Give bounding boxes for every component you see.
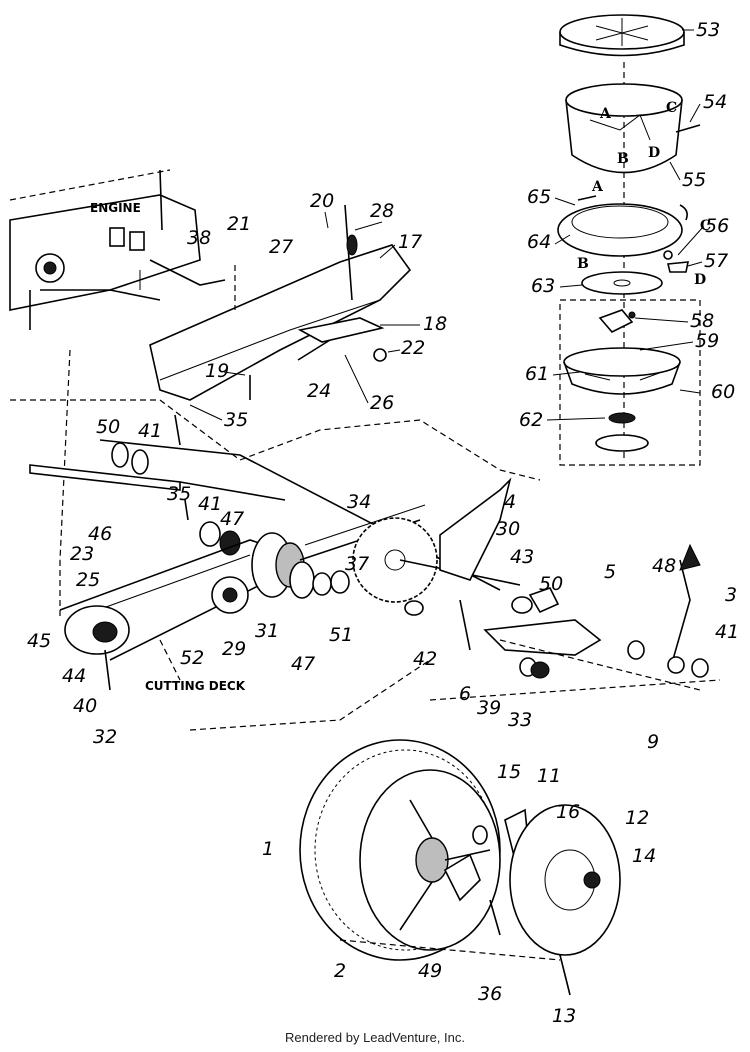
part-number: 41 <box>198 493 222 515</box>
part-number: 17 <box>398 231 422 253</box>
part-number: 32 <box>93 726 117 748</box>
part-number: 29 <box>222 638 246 660</box>
part-number: 31 <box>255 620 279 642</box>
part-number: 36 <box>478 983 502 1005</box>
part-number: 22 <box>401 337 425 359</box>
part-number: 42 <box>413 648 437 670</box>
drive-train <box>29 414 560 691</box>
part-number: 38 <box>187 227 211 249</box>
part-number: 55 <box>682 169 706 191</box>
letter-tag: A <box>591 179 604 195</box>
part-number: 13 <box>552 1005 576 1027</box>
spreader-assembly <box>557 14 701 466</box>
part-number: 52 <box>180 647 204 669</box>
footer-credit: Rendered by LeadVenture, Inc. <box>285 1030 465 1045</box>
part-number: 23 <box>70 543 94 565</box>
part-number: 54 <box>703 91 727 113</box>
part-number: 24 <box>307 380 331 402</box>
wheel-assembly <box>299 739 621 996</box>
part-number: 46 <box>88 523 112 545</box>
letter-tag: B <box>617 151 629 167</box>
chassis-outline <box>10 349 541 731</box>
part-number: 25 <box>76 569 100 591</box>
part-number: 37 <box>345 553 369 575</box>
part-number: 19 <box>205 360 229 382</box>
part-number: 64 <box>527 231 551 253</box>
part-number: 49 <box>418 960 442 982</box>
part-number: 35 <box>167 483 191 505</box>
part-number: 6 <box>459 683 471 705</box>
letter-tag: A <box>599 106 612 122</box>
part-number: 14 <box>632 845 656 867</box>
part-number: 2 <box>334 960 346 982</box>
part-number: 41 <box>715 621 739 643</box>
part-number: 20 <box>310 190 334 212</box>
part-number: 62 <box>519 409 543 431</box>
part-number: 57 <box>704 250 728 272</box>
part-number: 21 <box>227 213 251 235</box>
part-number: 56 <box>705 215 729 237</box>
part-number: 12 <box>625 807 649 829</box>
part-number: 43 <box>510 546 534 568</box>
part-number: 50 <box>96 416 120 438</box>
part-number: 34 <box>347 491 371 513</box>
leader-lines <box>189 29 704 421</box>
letter-tag: B <box>577 256 589 272</box>
part-number: 26 <box>370 392 394 414</box>
part-number: 5 <box>604 561 616 583</box>
part-number: 15 <box>497 761 521 783</box>
part-number: 3 <box>725 584 737 606</box>
part-number: 33 <box>508 709 532 731</box>
engine-housing <box>9 169 226 330</box>
belt-cover <box>149 204 412 401</box>
part-number: 41 <box>138 420 162 442</box>
part-number: 59 <box>695 330 719 352</box>
part-number: 30 <box>496 518 520 540</box>
part-number: 63 <box>531 275 555 297</box>
part-number: 45 <box>27 630 51 652</box>
part-number: 27 <box>269 236 293 258</box>
part-number: 1 <box>262 838 274 860</box>
control-brackets <box>429 477 721 701</box>
letter-tag: C <box>666 100 677 116</box>
part-number: 28 <box>370 200 394 222</box>
letter-tag: D <box>694 272 706 288</box>
letter-tags: A C B D A C B D <box>577 100 711 288</box>
letter-tag: D <box>648 145 660 161</box>
part-number: 50 <box>539 573 563 595</box>
part-number: 39 <box>477 697 501 719</box>
cutting-deck-label: CUTTING DECK <box>145 679 246 693</box>
part-number: 40 <box>73 695 97 717</box>
part-callouts: 53 54 55 65 56 64 57 63 58 59 61 60 62 2… <box>27 19 739 1027</box>
part-number: 11 <box>537 765 561 787</box>
part-number: 47 <box>220 508 244 530</box>
letter-tag: C <box>700 218 711 234</box>
part-number: 16 <box>556 801 580 823</box>
part-number: 53 <box>696 19 720 41</box>
engine-label: ENGINE <box>90 201 141 215</box>
part-number: 60 <box>711 381 735 403</box>
part-number: 9 <box>647 731 659 753</box>
part-number: 4 <box>504 491 516 513</box>
part-number: 18 <box>423 313 447 335</box>
part-number: 47 <box>291 653 315 675</box>
part-number: 65 <box>527 186 551 208</box>
part-number: 61 <box>525 363 549 385</box>
part-number: 48 <box>652 555 676 577</box>
part-number: 44 <box>62 665 86 687</box>
part-number: 35 <box>224 409 248 431</box>
part-number: 58 <box>690 310 714 332</box>
part-number: 51 <box>329 624 353 646</box>
